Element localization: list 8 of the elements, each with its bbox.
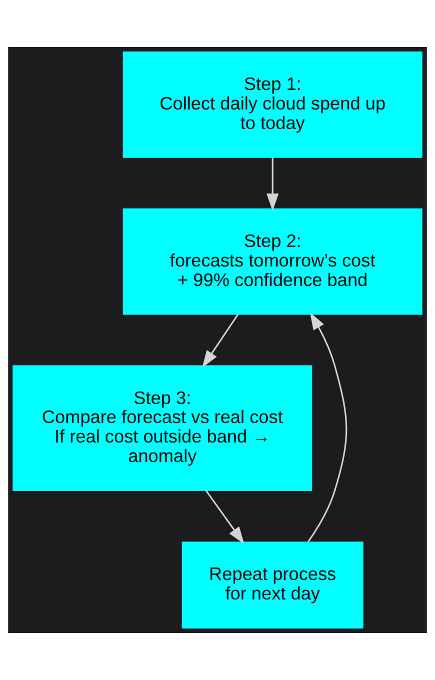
node-box: Step 1: Collect daily cloud spend up to today [122,52,422,158]
node-box: Step 2: forecasts tomorrow’s cost + 99% confidence band [122,208,422,315]
arrow [308,312,348,542]
arrow [266,157,279,211]
node-box: Step 3: Compare forecast vs real cost If real cost outside band → anomaly [12,365,312,492]
arrow [205,490,244,544]
node-box: Repeat process for next day [182,542,364,628]
arrow [202,314,239,368]
